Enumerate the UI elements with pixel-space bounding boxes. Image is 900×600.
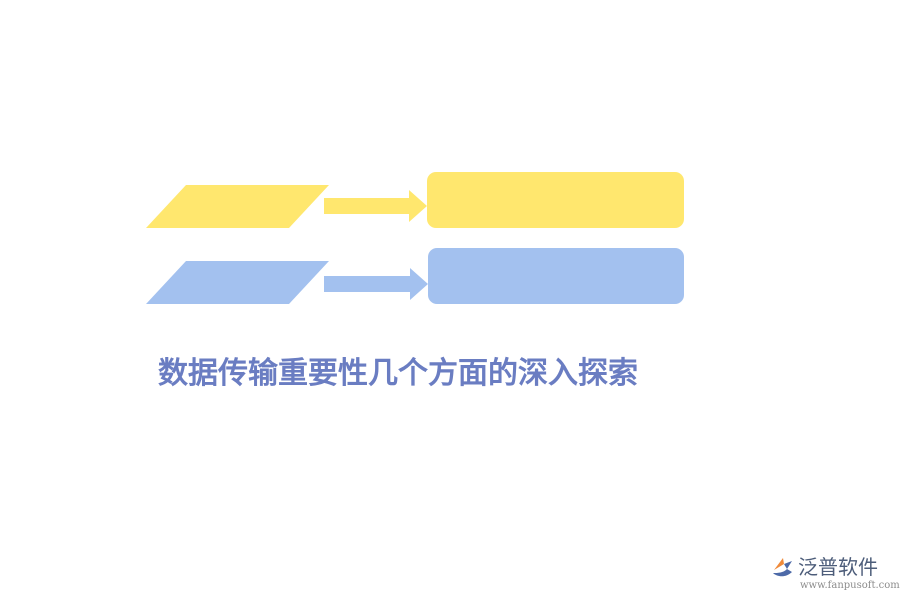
brand-watermark: 泛普软件 www.fanpusoft.com [770,553,900,593]
row-1-box [427,172,684,228]
row-2-arrow [324,268,428,300]
watermark-url: www.fanpusoft.com [800,580,900,591]
watermark-brand-name: 泛普软件 [798,555,878,579]
page-title: 数据传输重要性几个方面的深入探索 [158,356,638,391]
row-2-parallelogram [146,261,329,304]
row-1-parallelogram [146,185,329,228]
fanpu-logo-icon [773,558,792,577]
row-1-arrow [324,190,427,222]
row-2-box [428,248,684,304]
